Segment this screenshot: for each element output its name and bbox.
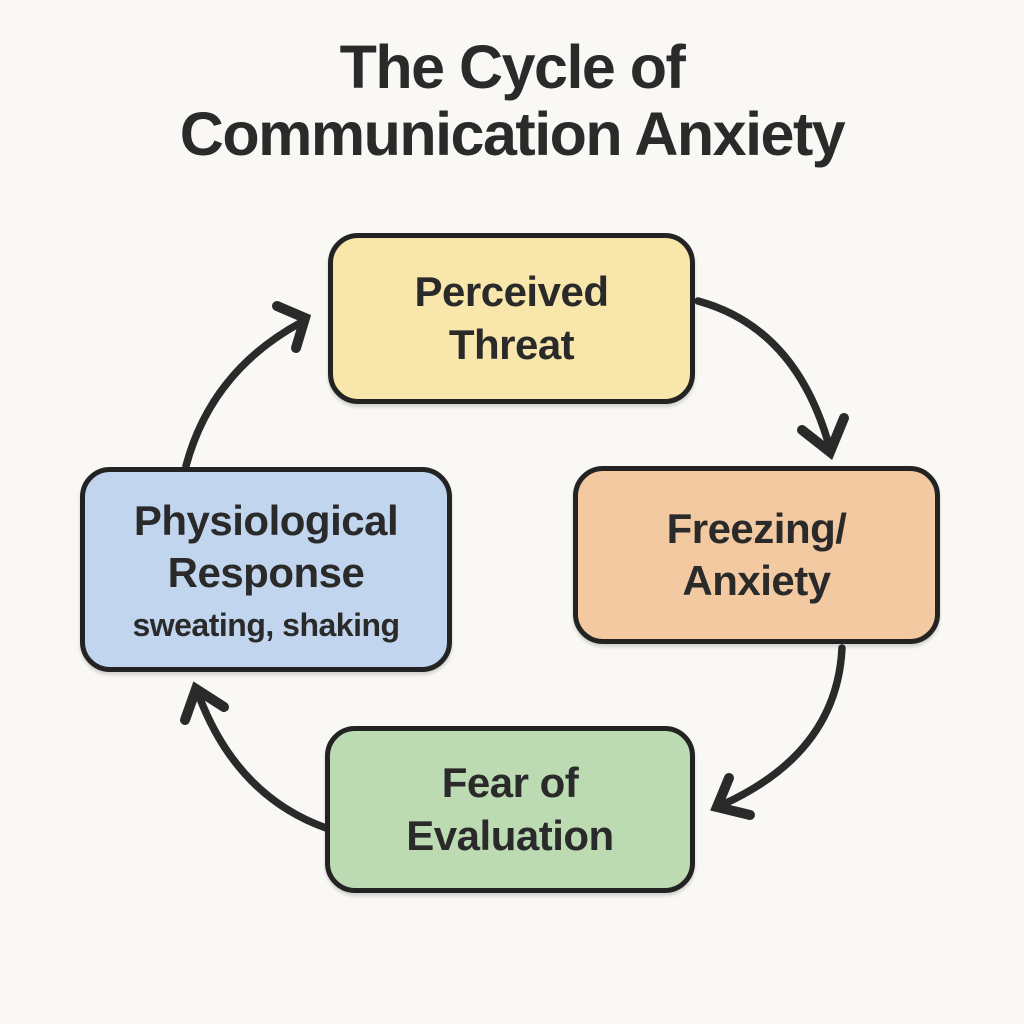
arrow-threat-to-freezing <box>694 297 849 461</box>
arrow-curve <box>182 319 304 470</box>
arrow-curve <box>195 692 330 832</box>
arrowhead-icon <box>180 681 229 725</box>
diagram-title: The Cycle of Communication Anxiety <box>0 33 1024 169</box>
node-label-line-2: Evaluation <box>406 811 614 859</box>
arrow-curve <box>694 297 834 453</box>
node-perceived-threat: Perceived Threat <box>328 233 695 404</box>
node-label-line-2: Response <box>167 548 365 596</box>
node-freezing-anxiety: Freezing/ Anxiety <box>573 466 940 644</box>
arrow-fear-to-physiological <box>180 681 330 832</box>
node-label-line-1: Fear of <box>441 759 579 807</box>
title-line-2: Communication Anxiety <box>179 100 846 169</box>
arrowhead-icon <box>272 301 312 353</box>
arrowhead-icon <box>710 773 755 820</box>
title-line-1: The Cycle of <box>339 33 686 101</box>
node-fear-of-evaluation: Fear of Evaluation <box>325 726 695 893</box>
arrow-freezing-to-fear <box>710 644 846 820</box>
node-label-line-1: Freezing/ <box>666 504 847 552</box>
node-label-line-1: Perceived <box>414 268 609 316</box>
node-label-line-2: Threat <box>448 320 575 368</box>
node-label-line-2: Anxiety <box>682 557 831 604</box>
arrowhead-icon <box>797 413 849 461</box>
node-label-line-1: Physiological <box>133 496 399 544</box>
node-sublabel: sweating, shaking <box>132 606 400 643</box>
arrow-curve <box>720 644 846 808</box>
arrow-physiological-to-threat <box>182 301 312 470</box>
node-physiological-response: Physiological Response sweating, shaking <box>80 467 452 672</box>
